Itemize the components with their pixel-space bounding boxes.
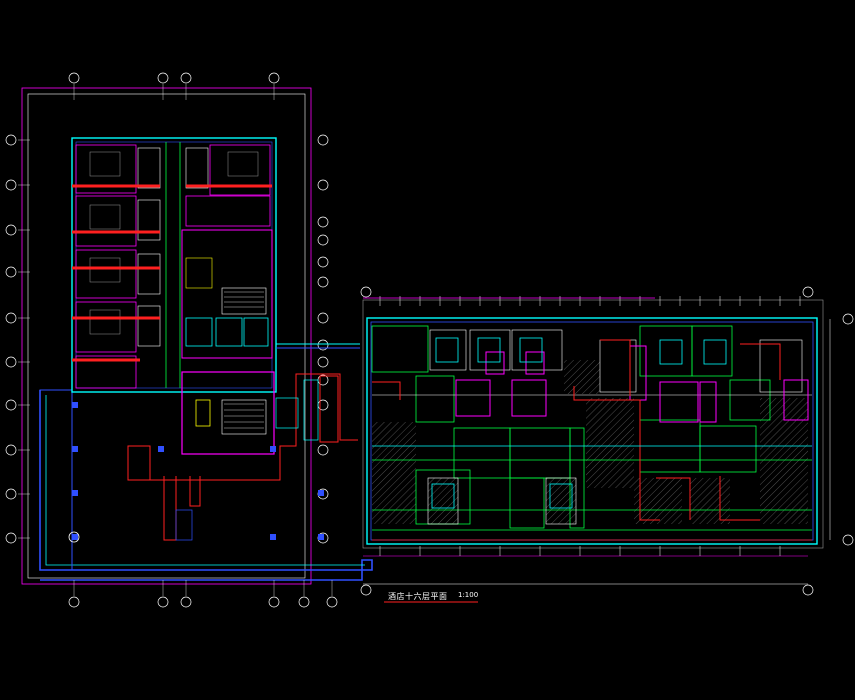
podium-hatched-areas [372,360,808,524]
grid-bubbles [5,72,854,608]
tower-misc-cyan [175,343,360,541]
podium-green-partitions [371,325,812,531]
drawing-scale: 1:100 [458,591,479,599]
drawing-title: 酒店十六层平面 [388,592,448,601]
podium-white-partitions [372,329,812,525]
stair-lines [224,291,264,429]
tower-podium-red [127,373,358,541]
podium-column-ticks [379,296,801,556]
tower-grid-axes [18,84,333,596]
tower-guestrooms [71,137,277,393]
tower-red-walls [72,184,272,362]
tower-core [181,229,275,455]
north-arrow-icon [68,531,80,543]
tower-outer-frames [21,87,373,585]
podium-cyan-details [372,337,812,509]
podium-red-walls [372,339,812,541]
tower-column-markers [72,402,324,540]
